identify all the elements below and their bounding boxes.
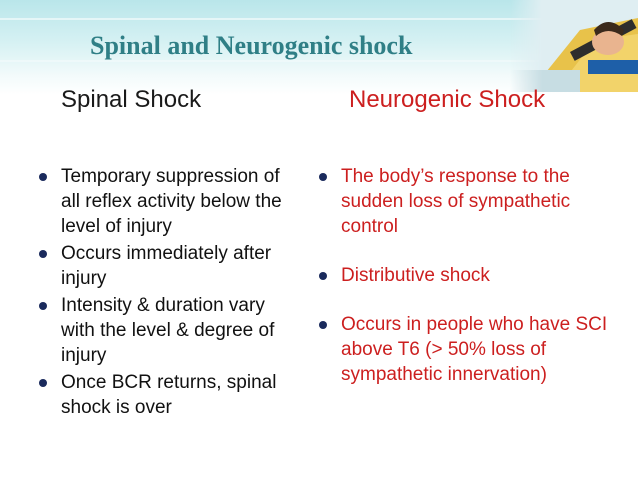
bullet-dot-icon [319,321,327,329]
bullet-dot-icon [39,379,47,387]
bullet-dot-icon [39,302,47,310]
bullet-text: Once BCR returns, spinal shock is over [61,372,277,418]
list-item: The body’s response to the sudden loss o… [318,164,618,239]
list-item: Distributive shock [318,263,618,288]
bullet-text: Occurs immediately after injury [61,243,272,289]
neurogenic-shock-heading: Neurogenic Shock [349,86,546,113]
list-item: Intensity & duration vary with the level… [38,293,300,368]
bullet-text: Intensity & duration vary with the level… [61,295,275,366]
neurogenic-shock-list: The body’s response to the sudden loss o… [318,164,618,387]
bullet-dot-icon [39,250,47,258]
bullet-dot-icon [319,173,327,181]
bullet-dot-icon [39,173,47,181]
bullet-text: Distributive shock [341,265,490,286]
spinal-shock-list: Temporary suppression of all reflex acti… [38,164,300,420]
list-item: Once BCR returns, spinal shock is over [38,370,300,420]
slide-title: Spinal and Neurogenic shock [90,31,413,60]
spinal-shock-heading: Spinal Shock [61,86,202,113]
list-item: Occurs immediately after injury [38,241,300,291]
list-item: Occurs in people who have SCI above T6 (… [318,312,618,387]
bullet-text: Occurs in people who have SCI above T6 (… [341,314,608,385]
bullet-text: Temporary suppression of all reflex acti… [61,166,282,237]
header-photo [510,0,638,92]
bullet-dot-icon [319,272,327,280]
list-item: Temporary suppression of all reflex acti… [38,164,300,239]
bullet-text: The body’s response to the sudden loss o… [341,166,571,237]
